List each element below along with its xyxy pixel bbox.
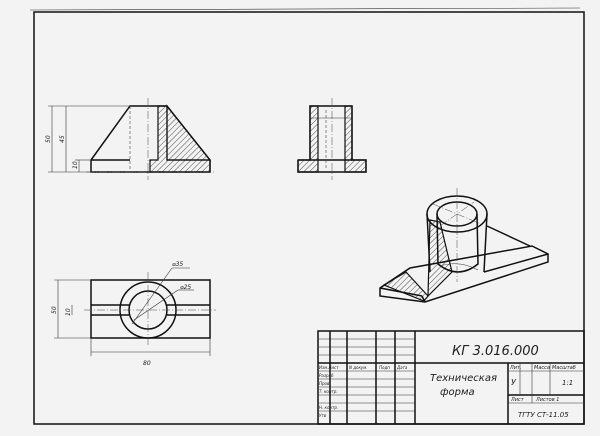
title-block: КГ 3.016.000 Техническая форма Лит. Масс… (317, 330, 585, 425)
header-podp: Подп (379, 365, 390, 370)
dim-front-mid: 45 (59, 135, 66, 143)
dim-top-slot: 10 (65, 308, 72, 316)
role-prov: Пров (319, 381, 330, 386)
scale-value: 1:1 (562, 379, 573, 387)
document-code: КГ 3.016.000 (452, 344, 539, 359)
lit-value: У (511, 378, 517, 387)
part-name-line1: Техническая (430, 373, 497, 384)
side-view-section (297, 98, 367, 180)
sheets-label: Листов 1 (535, 397, 559, 403)
role-razrab: Разраб (319, 373, 334, 378)
header-mass: Масса (534, 365, 550, 371)
isometric-view (379, 188, 549, 303)
dim-front-height: 50 (45, 135, 52, 143)
role-utv: Утв (319, 413, 327, 418)
header-izm-list: Изм.Лист (319, 365, 339, 370)
part-name-line2: форма (440, 387, 475, 398)
role-nkontr: Н. контр. (319, 405, 338, 410)
dim-inner-diameter: ⌀25 (180, 284, 191, 291)
dim-outer-diameter: ⌀35 (172, 261, 183, 268)
organization-code: ТГТУ СТ-11.05 (518, 411, 569, 419)
dim-front-base: 10 (72, 161, 79, 169)
header-lit: Лит. (509, 365, 522, 371)
header-data: Дата (396, 365, 408, 370)
header-scale: Масштаб (552, 365, 576, 371)
dim-top-depth: 50 (51, 306, 58, 314)
front-view-section: 50 45 10 (45, 98, 214, 180)
dim-top-length: 80 (143, 360, 151, 367)
sheet-label: Лист (510, 397, 525, 403)
role-tkontr: Т. контр. (319, 389, 338, 394)
top-view-section: ⌀35 ⌀25 50 10 80 (51, 261, 216, 367)
drawing-frame (29, 7, 585, 425)
header-n-dokum: N докум. (349, 365, 368, 370)
